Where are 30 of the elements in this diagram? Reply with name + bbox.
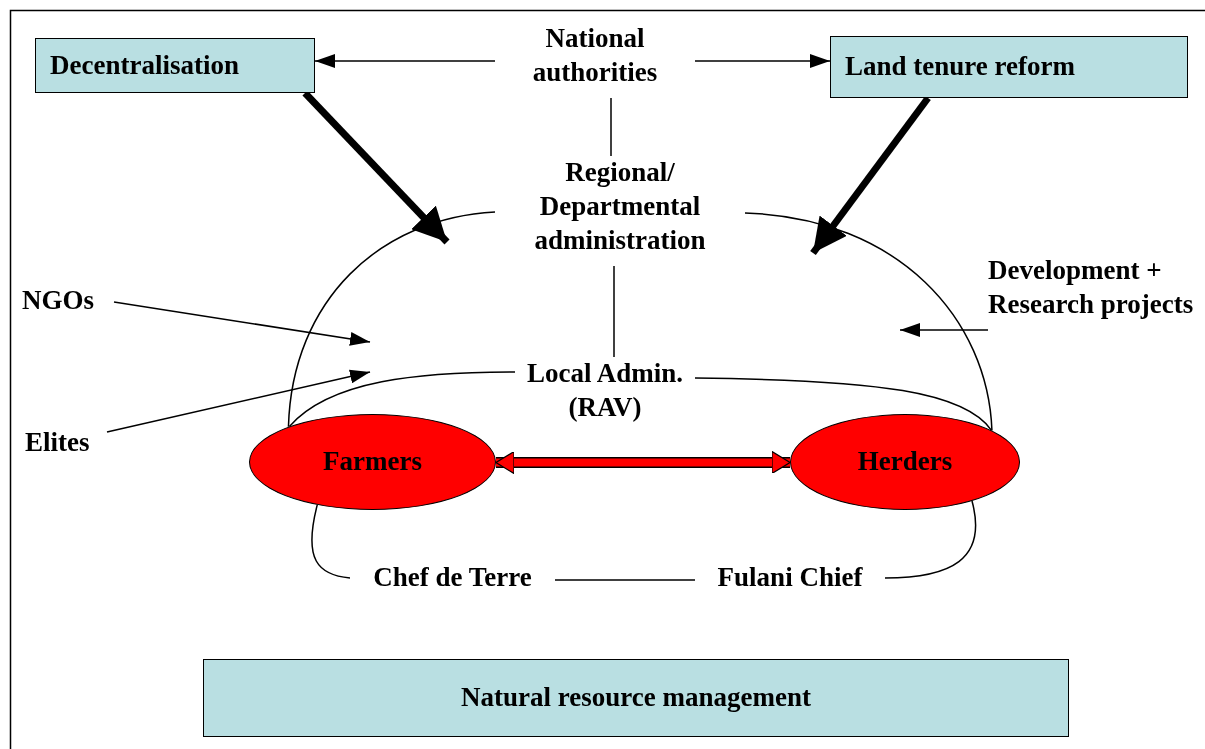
process-box — [203, 659, 1069, 737]
node-label: Elites — [25, 426, 107, 460]
node-label: Development + Research projects — [988, 254, 1203, 364]
arrow — [113, 301, 371, 346]
node-label: Chef de Terre — [350, 561, 555, 597]
node-label: Local Admin. (RAV) — [515, 357, 695, 431]
box-label: Land tenure reform — [845, 50, 1075, 84]
connector-line — [610, 97, 612, 157]
arrow — [694, 54, 831, 68]
process-box — [35, 38, 315, 93]
arrow — [314, 54, 496, 68]
curved-connector — [744, 212, 993, 432]
curved-connector — [287, 211, 496, 428]
ellipse-label: Farmers — [323, 445, 422, 479]
arrow — [106, 369, 371, 433]
arrow — [899, 323, 989, 337]
box-label: Decentralisation — [50, 48, 239, 82]
ellipse-label: Herders — [857, 445, 953, 479]
process-box — [830, 36, 1188, 98]
node-label: National authorities — [495, 22, 695, 98]
connector-line — [613, 265, 615, 358]
curved-connector — [884, 500, 977, 579]
curved-connector — [694, 377, 993, 432]
node-label: Fulani Chief — [695, 561, 885, 597]
node-label: NGOs — [22, 284, 114, 318]
connector-line — [554, 579, 696, 581]
curved-connector — [288, 371, 516, 428]
node-label: Regional/ Departmental administration — [495, 156, 745, 266]
box-label: Natural resource management — [461, 681, 811, 715]
curved-connector — [311, 504, 351, 579]
